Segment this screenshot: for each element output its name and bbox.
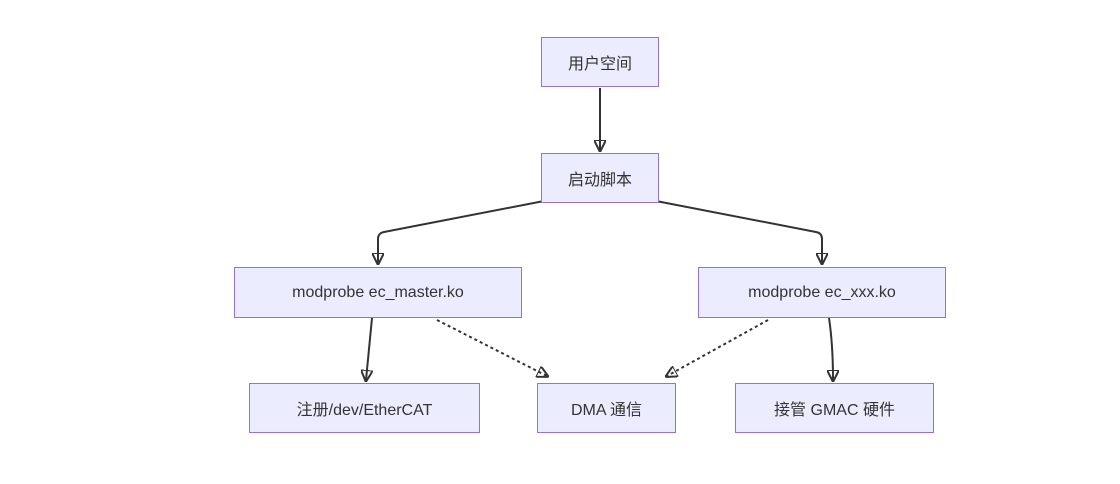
edge-boot-script-to-modprobe-ec-xxx <box>655 200 822 263</box>
node-takeover-gmac-label: 接管 GMAC 硬件 <box>774 402 895 419</box>
node-boot-script: 启动脚本 <box>541 153 659 203</box>
node-user-space: 用户空间 <box>541 37 659 87</box>
node-dma-comm-label: DMA 通信 <box>570 402 643 419</box>
node-register-dev-ethercat: 注册/dev/EtherCAT <box>249 383 480 433</box>
edge-boot-script-to-modprobe-ec-master <box>378 200 545 263</box>
node-modprobe-ec-master: modprobe ec_master.ko <box>234 267 522 318</box>
node-dma-comm: DMA 通信 <box>537 383 676 433</box>
node-modprobe-ec-xxx: modprobe ec_xxx.ko <box>698 267 946 318</box>
node-user-space-label: 用户空间 <box>567 56 632 73</box>
edge-modprobe-ec-xxx-to-gmac <box>829 317 833 380</box>
node-takeover-gmac: 接管 GMAC 硬件 <box>735 383 934 433</box>
node-register-dev-ethercat-label: 注册/dev/EtherCAT <box>296 402 433 419</box>
edge-modprobe-ec-xxx-to-dma <box>667 319 769 376</box>
node-modprobe-ec-master-label: modprobe ec_master.ko <box>292 283 464 301</box>
edge-modprobe-ec-master-to-dma <box>436 319 547 376</box>
node-modprobe-ec-xxx-label: modprobe ec_xxx.ko <box>748 283 896 301</box>
node-boot-script-label: 启动脚本 <box>567 172 632 189</box>
edge-modprobe-ec-master-to-register-dev <box>366 317 373 380</box>
